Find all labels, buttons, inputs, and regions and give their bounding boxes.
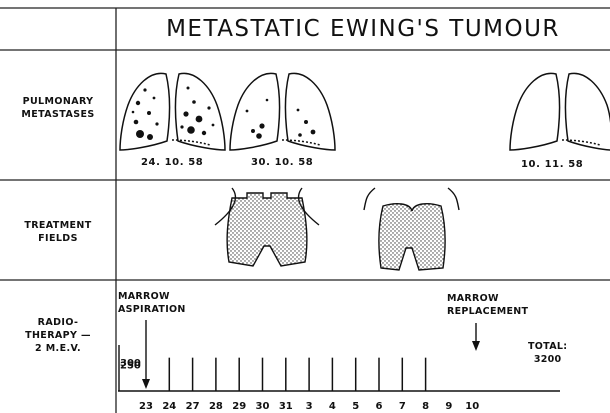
y-tick-label: 250 bbox=[120, 361, 141, 372]
x-tick-label: 28 bbox=[209, 401, 223, 412]
x-tick-label: 23 bbox=[139, 401, 153, 412]
x-tick-label: 24 bbox=[162, 401, 176, 412]
x-tick-label: 30 bbox=[256, 401, 270, 412]
marrow-replacement-arrowhead bbox=[472, 341, 480, 351]
x-tick-label: 4 bbox=[329, 401, 336, 412]
x-tick-label: 29 bbox=[232, 401, 246, 412]
x-tick-label: 3 bbox=[306, 401, 313, 412]
metastases-dots-2 bbox=[246, 99, 316, 139]
row-label-radiotherapy: RADIO- THERAPY — 2 M.E.V. bbox=[0, 316, 116, 355]
xray-date-3: 10. 11. 58 bbox=[521, 159, 583, 170]
xray-date-1: 24. 10. 58 bbox=[141, 157, 203, 168]
page-title: METASTATIC EWING'S TUMOUR bbox=[116, 16, 610, 42]
row-label-treatment: TREATMENT FIELDS bbox=[0, 219, 116, 245]
lung-xray-2 bbox=[230, 73, 335, 150]
marrow-replacement-label: MARROW REPLACEMENT bbox=[447, 292, 528, 318]
lung-xray-3 bbox=[510, 73, 610, 150]
row-label-pulmonary: PULMONARY METASTASES bbox=[0, 95, 116, 121]
x-tick-label: 27 bbox=[186, 401, 200, 412]
x-tick-label: 10 bbox=[465, 401, 479, 412]
lung-xray-1 bbox=[120, 73, 225, 150]
treatment-field-1 bbox=[215, 188, 319, 266]
x-tick-label: 6 bbox=[376, 401, 383, 412]
marrow-aspiration-arrowhead bbox=[142, 379, 150, 389]
x-tick-label: 9 bbox=[445, 401, 452, 412]
treatment-field-2 bbox=[364, 188, 459, 270]
total-dose-label: TOTAL: 3200 bbox=[528, 340, 567, 366]
metastases-dots-1 bbox=[132, 87, 215, 141]
x-tick-label: 8 bbox=[422, 401, 429, 412]
x-tick-label: 31 bbox=[279, 401, 293, 412]
x-tick-label: 5 bbox=[352, 401, 359, 412]
x-tick-label: 7 bbox=[399, 401, 406, 412]
xray-date-2: 30. 10. 58 bbox=[251, 157, 313, 168]
marrow-aspiration-label: MARROW ASPIRATION bbox=[118, 290, 186, 316]
